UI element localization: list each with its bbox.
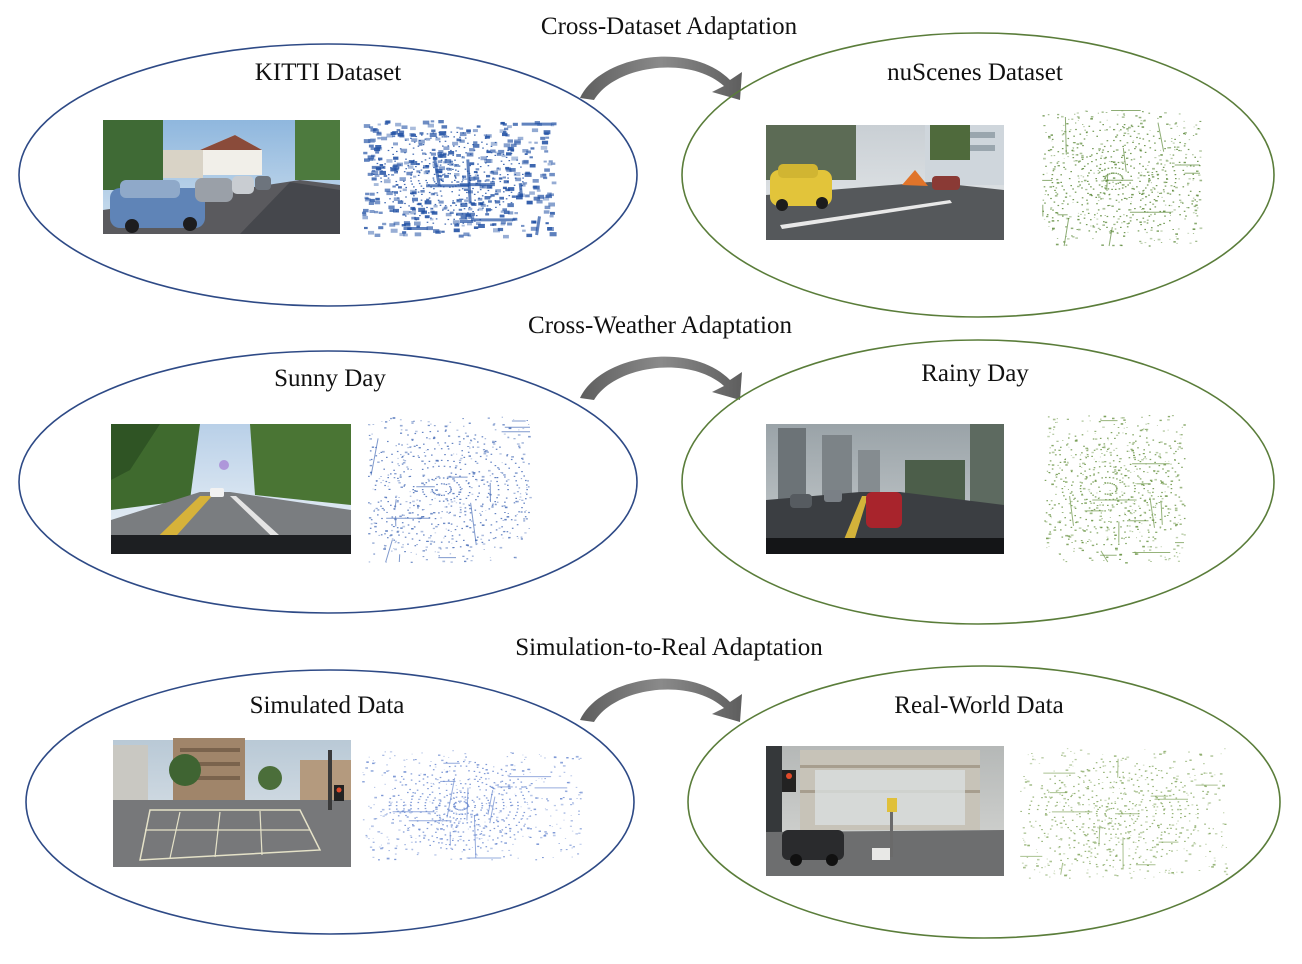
simulated-point-cloud (362, 750, 583, 861)
row-heading: Cross-Weather Adaptation (528, 312, 792, 339)
row-heading: Simulation-to-Real Adaptation (515, 634, 823, 661)
target-domain-ellipse (681, 339, 1275, 625)
kitti-point-cloud (362, 120, 557, 239)
source-domain-label: Sunny Day (274, 365, 386, 392)
real-world-camera-image (766, 746, 1004, 876)
curved-right-arrow-icon (580, 56, 742, 100)
rainy-camera-image (766, 424, 1004, 554)
target-domain-ellipse (681, 32, 1275, 318)
source-domain-ellipse (18, 350, 638, 614)
curved-right-arrow-icon (580, 356, 742, 400)
source-domain-ellipse (25, 669, 635, 935)
curved-right-arrow-icon (580, 678, 742, 722)
simulated-camera-image (113, 738, 351, 867)
sunny-point-cloud (368, 416, 532, 563)
row-sim-to-real: Simulation-to-Real Adaptation Simulated … (25, 634, 1281, 939)
row-heading: Cross-Dataset Adaptation (541, 13, 798, 40)
real-world-point-cloud (1020, 748, 1229, 879)
target-domain-ellipse (687, 665, 1281, 939)
source-domain-ellipse (18, 43, 638, 307)
target-domain-label: nuScenes Dataset (887, 59, 1063, 86)
row-cross-dataset: Cross-Dataset Adaptation KITTI Dataset (18, 13, 1275, 318)
row-cross-weather: Cross-Weather Adaptation Sunny Day Rainy… (18, 312, 1275, 625)
source-domain-label: Simulated Data (250, 692, 405, 719)
nuscenes-camera-image (766, 125, 1004, 240)
nuscenes-point-cloud (1042, 110, 1203, 247)
target-domain-label: Real-World Data (894, 692, 1063, 719)
kitti-camera-image (103, 120, 340, 234)
rainy-point-cloud (1044, 415, 1186, 564)
target-domain-label: Rainy Day (921, 360, 1029, 387)
sunny-camera-image (111, 424, 351, 554)
source-domain-label: KITTI Dataset (255, 59, 402, 86)
